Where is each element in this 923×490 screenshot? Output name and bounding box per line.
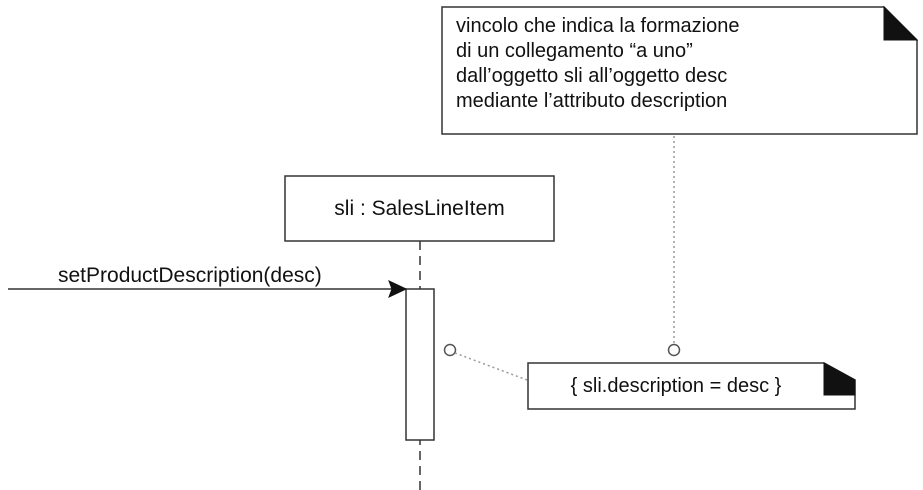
lifeline-head-box: [284, 175, 555, 242]
comment-note-box: [441, 6, 918, 135]
comment-note-fold: [883, 5, 919, 41]
note-line: vincolo che indica la formazione: [456, 15, 740, 37]
note-line: di un collegamento “a uno”: [456, 40, 693, 62]
constraint-note-fold: [823, 362, 856, 396]
note-line: dall’oggetto sli all’oggetto desc: [456, 65, 728, 87]
constraint-label-text: { sli.description = desc }: [570, 374, 782, 397]
activation-bar: [405, 288, 435, 441]
message-arrowhead: [388, 280, 408, 298]
constraint-anchor-dot: [443, 343, 457, 357]
comment-note-text: vincolo che indica la formazione di un c…: [456, 14, 740, 114]
lifeline-label: sli : SalesLineItem: [285, 176, 554, 241]
constraint-label: { sli.description = desc }: [528, 363, 824, 409]
constraint-anchor-line: [454, 352, 528, 381]
lifeline-label-text: sli : SalesLineItem: [334, 196, 505, 220]
note-line: mediante l’attributo description: [456, 90, 728, 112]
message-label: setProductDescription(desc): [58, 264, 322, 287]
note-anchor-dot: [667, 343, 681, 357]
